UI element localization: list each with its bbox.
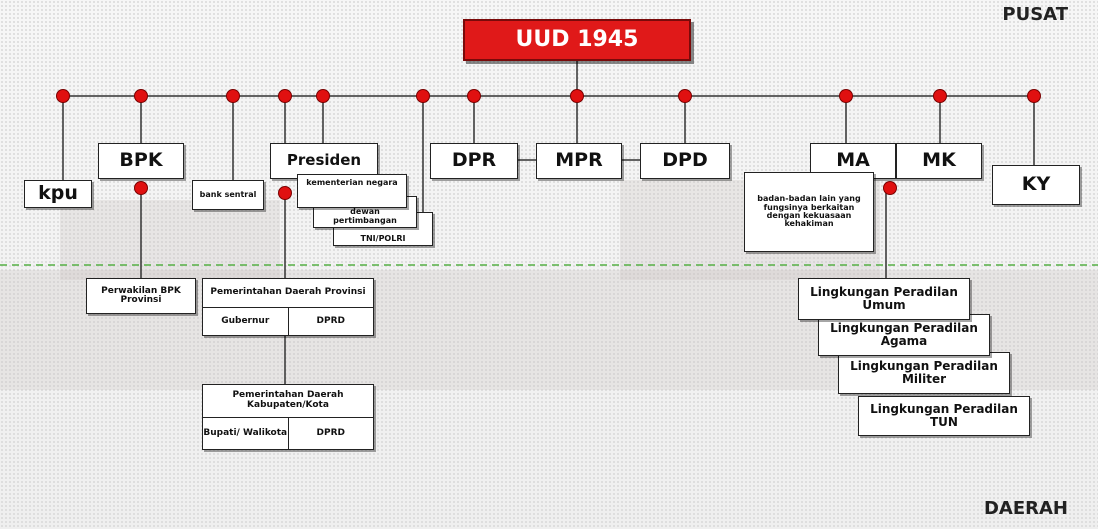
connector-dot	[678, 89, 692, 103]
bupati-walikota-cell: Bupati/ Walikota	[203, 418, 289, 450]
dprd-provinsi-cell: DPRD	[316, 316, 345, 327]
mk-box: MK	[896, 143, 982, 179]
connector-dot	[570, 89, 584, 103]
pemda-kabupaten-title: Pemerintahan Daerah Kabupaten/Kota	[203, 385, 373, 418]
uud-1945-box: UUD 1945	[463, 19, 691, 61]
ky-box: KY	[992, 165, 1080, 205]
connector-dot	[226, 89, 240, 103]
connector-dot	[883, 181, 897, 195]
connector-dot	[1027, 89, 1041, 103]
connector-dot	[839, 89, 853, 103]
connector-dot	[467, 89, 481, 103]
peradilan-agama-box: Lingkungan Peradilan Agama	[818, 314, 990, 356]
dprd-kabupaten-cell: DPRD	[316, 428, 345, 439]
peradilan-militer-box: Lingkungan Peradilan Militer	[838, 352, 1010, 394]
bank-sentral-box: bank sentral	[192, 180, 264, 210]
kementerian-negara-box: kementerian negara	[297, 174, 407, 208]
dpr-box: DPR	[430, 143, 518, 179]
kpu-box: kpu	[24, 180, 92, 208]
connector-dot	[134, 89, 148, 103]
peradilan-tun-box: Lingkungan Peradilan TUN	[858, 396, 1030, 436]
bpk-box: BPK	[98, 143, 184, 179]
peradilan-umum-box: Lingkungan Peradilan Umum	[798, 278, 970, 320]
connector-dot	[278, 89, 292, 103]
connector-dot	[56, 89, 70, 103]
connector-dot	[316, 89, 330, 103]
pusat-label: PUSAT	[1002, 4, 1068, 25]
pemda-provinsi-title: Pemerintahan Daerah Provinsi	[203, 279, 373, 308]
connector-dot	[933, 89, 947, 103]
gubernur-cell: Gubernur	[203, 308, 289, 336]
pemda-provinsi-box: Pemerintahan Daerah Provinsi Gubernur DP…	[202, 278, 374, 336]
pemda-kabupaten-box: Pemerintahan Daerah Kabupaten/Kota Bupat…	[202, 384, 374, 450]
connector-dot	[278, 186, 292, 200]
badan-lain-box: badan-badan lain yang fungsinya berkaita…	[744, 172, 874, 252]
connector-dot	[416, 89, 430, 103]
daerah-label: DAERAH	[983, 498, 1068, 519]
background-roof-left	[60, 200, 280, 280]
mpr-box: MPR	[536, 143, 622, 179]
dpd-box: DPD	[640, 143, 730, 179]
connector-dot	[134, 181, 148, 195]
perwakilan-bpk-box: Perwakilan BPK Provinsi	[86, 278, 196, 314]
